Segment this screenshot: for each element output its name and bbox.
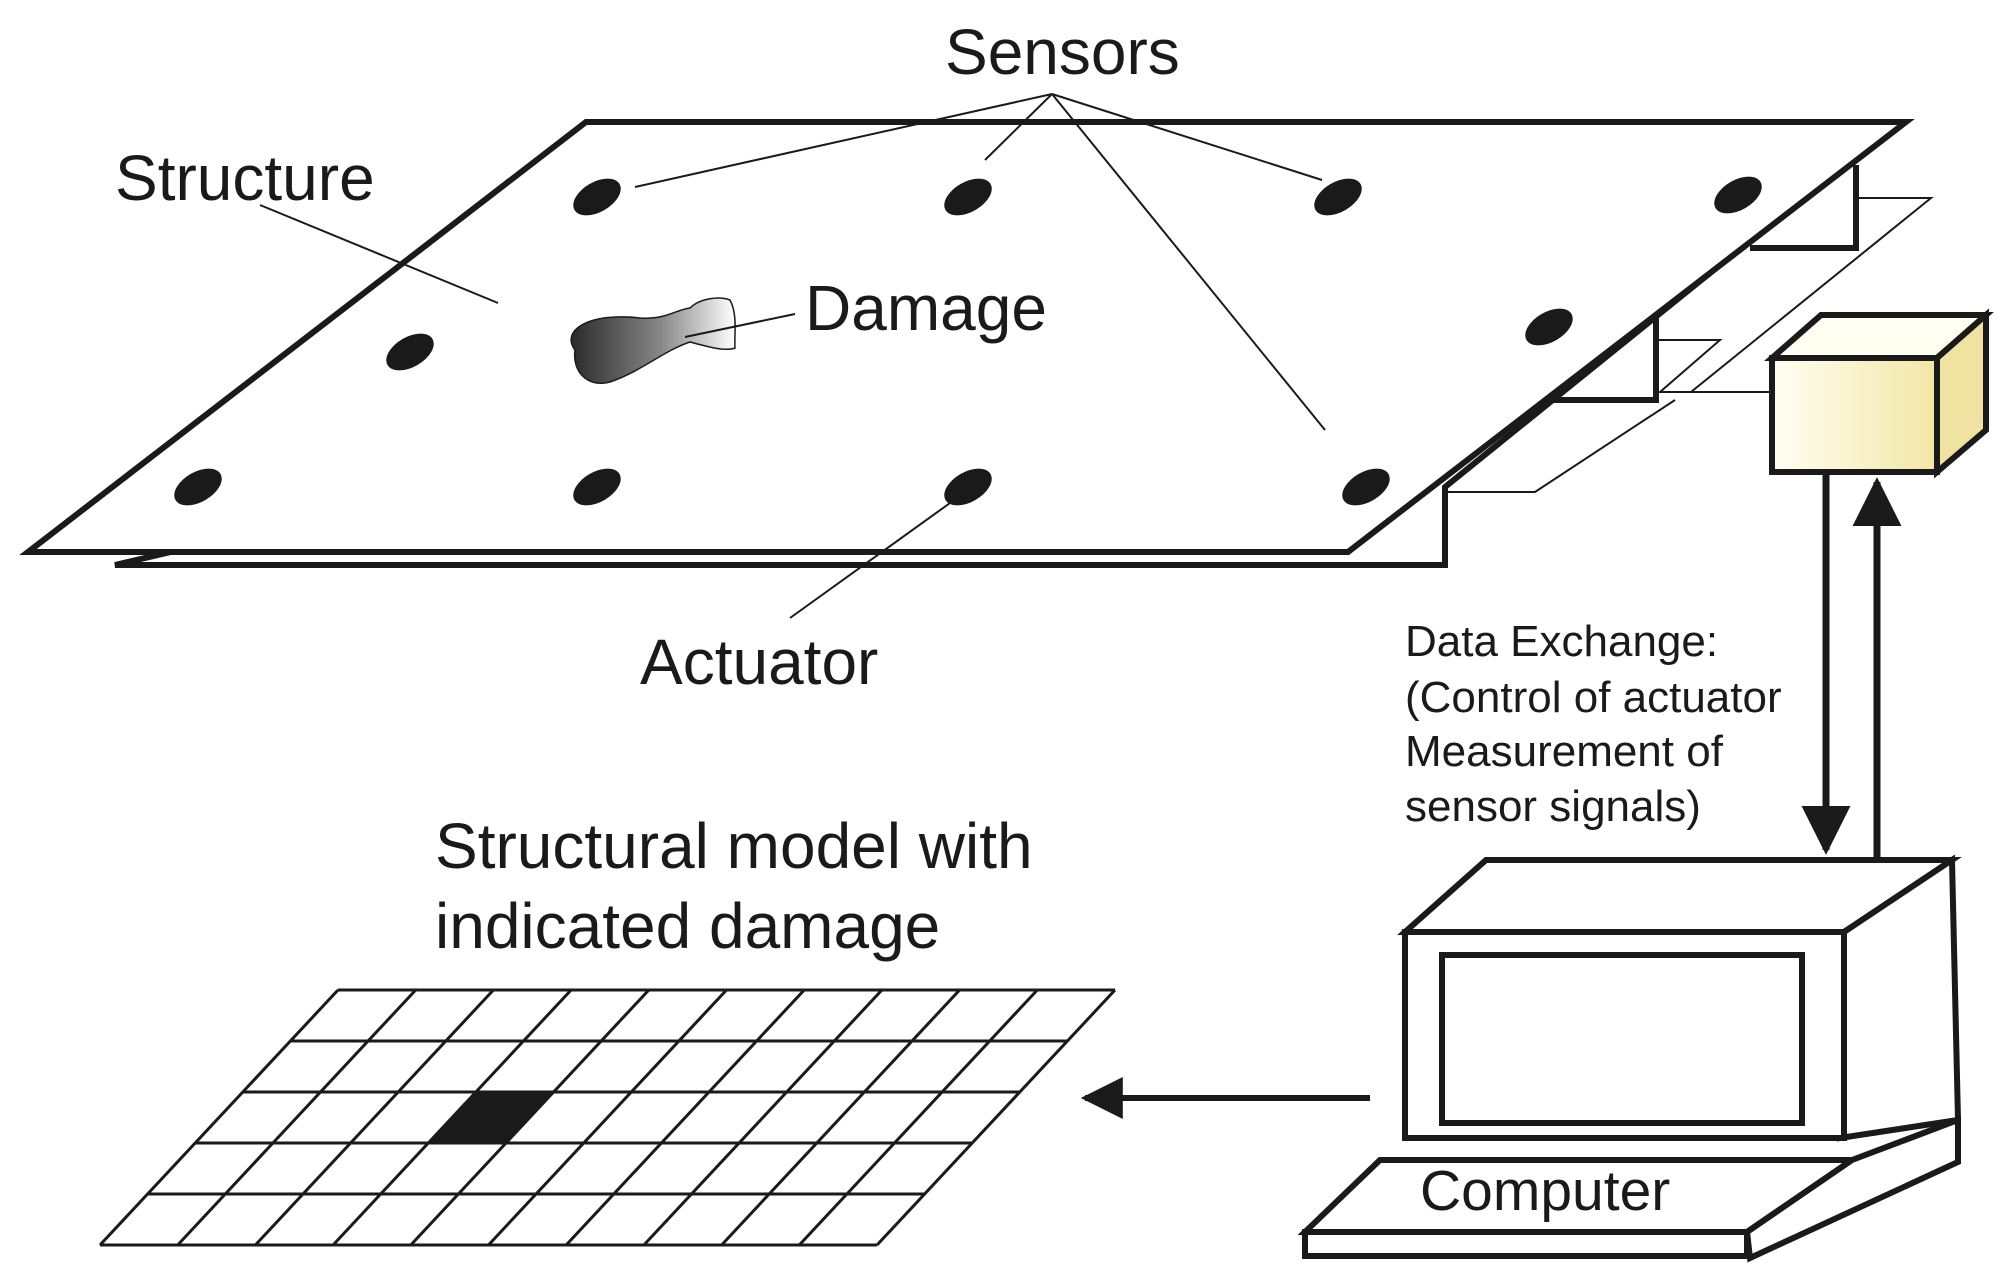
sensor-dot <box>174 468 222 506</box>
data-exchange-line-4: sensor signals) <box>1405 782 1701 831</box>
data-exchange-arrows <box>1801 474 1902 860</box>
plate-top-surface <box>19 119 1915 555</box>
structural-model-grid <box>98 988 1117 1247</box>
sensors-label: Sensors <box>945 16 1180 88</box>
sensor-dot <box>386 333 434 371</box>
sensor-dot <box>573 468 621 506</box>
sensor-dot <box>1525 308 1573 346</box>
grid-column-line <box>875 988 1117 1247</box>
sensor-cables <box>1445 165 1934 493</box>
model-title-line-2: indicated damage <box>435 890 940 962</box>
grid-column-line <box>176 988 417 1247</box>
grid-column-line <box>565 988 806 1247</box>
sensor-dot <box>1342 468 1390 506</box>
data-exchange-line-2: (Control of actuator <box>1405 673 1782 722</box>
model-title-line-1: Structural model with <box>435 810 1033 882</box>
structure-label: Structure <box>115 142 375 214</box>
computer-label: Computer <box>1420 1159 1670 1223</box>
grid-column-line <box>720 988 961 1247</box>
grid-column-line <box>332 988 573 1247</box>
actuator-label: Actuator <box>640 626 878 698</box>
grid-column-line <box>487 988 728 1247</box>
sensor-dot <box>1714 176 1762 214</box>
data-acquisition-box <box>1764 308 1994 479</box>
grid-column-line <box>409 988 650 1247</box>
grid-column-line <box>642 988 883 1247</box>
grid-column-line <box>254 988 495 1247</box>
sensor-dot <box>1314 178 1362 216</box>
damage-region <box>570 297 736 384</box>
grid-column-line <box>98 988 340 1247</box>
data-exchange-text: Data Exchange: (Control of actuator Meas… <box>1405 617 1794 831</box>
sensor-dot <box>573 178 621 216</box>
actuator-dot <box>944 468 992 506</box>
sensor-dot <box>944 178 992 216</box>
structure-plate <box>19 119 1915 568</box>
damaged-cell <box>428 1092 554 1143</box>
model-title: Structural model with indicated damage <box>435 810 1050 962</box>
data-exchange-line-3: Measurement of <box>1405 727 1724 776</box>
computer-screen <box>1439 952 1805 1126</box>
sensor-array <box>174 176 1762 506</box>
data-exchange-line-1: Data Exchange: <box>1405 617 1718 666</box>
damage-label: Damage <box>805 272 1047 344</box>
leader-lines <box>259 93 1326 619</box>
grid-column-line <box>798 988 1039 1247</box>
computer <box>1297 854 1962 1263</box>
